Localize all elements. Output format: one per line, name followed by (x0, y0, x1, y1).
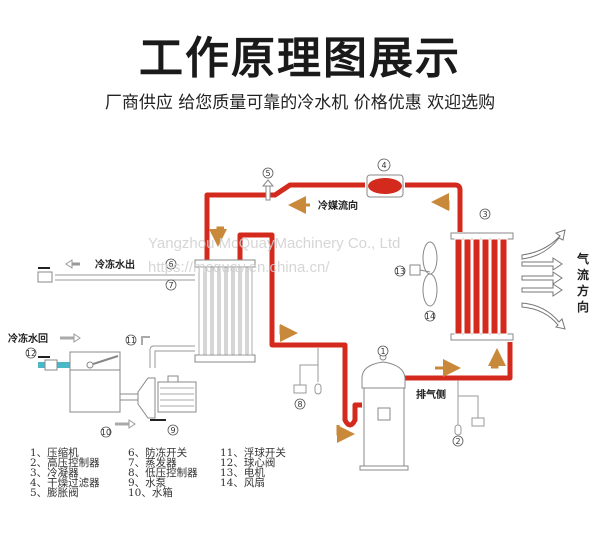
chilled-water-return: 冷冻水回 12 (8, 332, 81, 371)
airflow-arrow (521, 283, 563, 297)
number-14: 14 (425, 312, 435, 321)
flow-arrows (209, 193, 506, 443)
legend-item: 8、低压控制器 (128, 467, 198, 479)
flow-arrow (209, 226, 227, 247)
fan: 14 (422, 241, 438, 322)
page-title: 工作原理图展示 (139, 33, 461, 84)
fan-motor: 13 (394, 264, 431, 277)
page-subtitle: 厂商供应 给您质量可靠的冷水机 价格优惠 欢迎选购 (104, 93, 496, 113)
legend-item: 6、防冻开关 (128, 447, 188, 459)
airflow-arrow (521, 271, 563, 285)
legend-item: 10、水箱 (128, 487, 173, 499)
chilled-water-out-label: 冷冻水出 (95, 258, 135, 271)
flow-arrow (488, 348, 506, 369)
number-9: 9 (170, 426, 175, 435)
legend-item: 4、干燥过滤器 (30, 477, 100, 489)
legend-item: 14、风扇 (220, 477, 265, 489)
number-3: 3 (482, 210, 487, 219)
condenser: 3 (450, 208, 514, 341)
low-pressure-controller: 8 (293, 348, 322, 410)
legend-col-1: 1、压缩机 2、高压控制器 3、冷凝器 4、干燥过滤器 5、膨胀阀 (30, 447, 100, 499)
watermark-url: https://mcquay.en.china.cn/ (148, 259, 330, 276)
legend-col-3: 11、浮球开关 12、球心阀 13、电机 14、风扇 (220, 447, 286, 489)
refrigerant-pipe-discharge (405, 342, 513, 381)
refrigerant-flow-label: 冷媒流向 (318, 199, 358, 212)
legend-item: 12、球心阀 (220, 457, 276, 469)
svg-text:气: 气 (576, 251, 589, 266)
number-11: 11 (126, 336, 136, 345)
water-tank: 10 (69, 351, 139, 438)
legend-item: 9、水泵 (128, 477, 167, 489)
number-13: 13 (395, 267, 405, 276)
number-8: 8 (297, 400, 302, 409)
legend-item: 11、浮球开关 (220, 447, 286, 459)
compressor: 1 (359, 345, 409, 471)
legend-item: 5、膨胀阀 (30, 487, 79, 499)
airflow-arrow (521, 257, 563, 271)
chilled-water-out: 冷冻水出 6 7 (37, 258, 195, 291)
dryer-filter: 4 (366, 158, 404, 198)
number-2: 2 (455, 437, 460, 446)
flow-arrow (279, 324, 298, 342)
airflow-direction-label: 气 流 方 向 (576, 251, 589, 314)
number-4: 4 (381, 161, 386, 170)
refrigerant-loop (204, 182, 513, 428)
legend-item: 3、冷凝器 (30, 467, 79, 479)
flow-arrow (336, 425, 355, 443)
expansion-valve: 5 (261, 167, 275, 201)
legend-item: 2、高压控制器 (30, 457, 100, 469)
airflow-arrows (521, 229, 566, 330)
watermark-company: Yangzhou McQuayMachinery Co., Ltd (148, 235, 400, 252)
exhaust-side-label: 排气侧 (416, 388, 446, 401)
airflow-arrow (521, 229, 566, 260)
number-7: 7 (168, 281, 173, 290)
evaporator (194, 259, 256, 363)
number-10: 10 (101, 428, 111, 437)
number-5: 5 (265, 169, 270, 178)
svg-text:流: 流 (577, 267, 589, 282)
refrigerant-flow-indicator: 冷媒流向 (288, 196, 358, 214)
refrigerant-pipe-evap-outlet (237, 232, 362, 428)
water-pump: 9 11 (125, 334, 197, 436)
svg-text:方: 方 (577, 283, 589, 298)
flow-arrow (431, 193, 450, 211)
legend-col-2: 6、防冻开关 7、蒸发器 8、低压控制器 9、水泵 10、水箱 (128, 447, 198, 499)
number-12: 12 (26, 349, 36, 358)
chilled-water-return-label: 冷冻水回 (8, 332, 48, 345)
legend-item: 1、压缩机 (30, 447, 79, 459)
airflow-arrow (521, 302, 566, 330)
high-pressure-controller: 2 (452, 380, 485, 447)
legend-item: 13、电机 (220, 467, 265, 479)
number-6: 6 (168, 260, 173, 269)
refrigerant-pipe-top (204, 182, 365, 260)
refrigerant-pipe-top-right (405, 182, 463, 232)
svg-text:向: 向 (577, 299, 589, 314)
number-badge-5 (262, 167, 274, 179)
number-1: 1 (380, 347, 385, 356)
legend-item: 7、蒸发器 (128, 457, 177, 469)
